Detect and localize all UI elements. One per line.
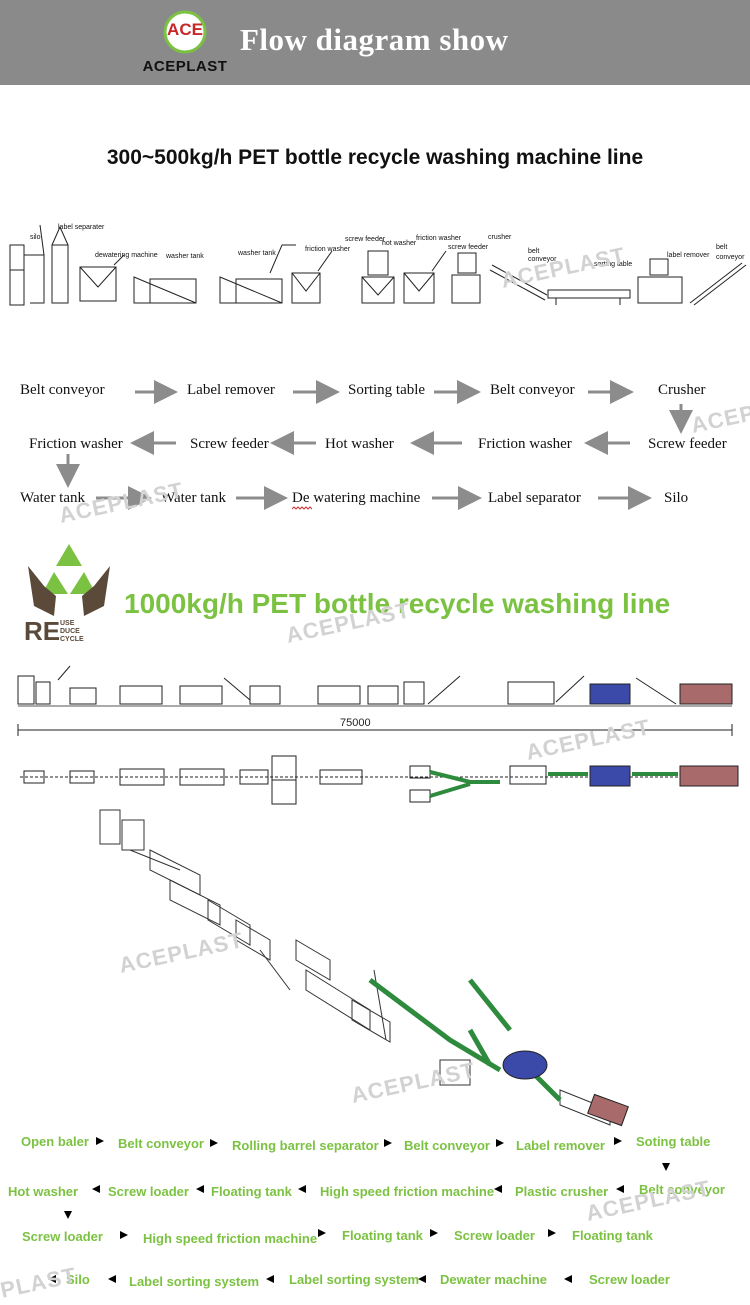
flow2-arrow-17 bbox=[564, 1275, 572, 1283]
flow2-arrow-6 bbox=[662, 1163, 670, 1171]
flow2-arrow-11 bbox=[92, 1185, 100, 1193]
flow1-arrows bbox=[56, 380, 693, 510]
flow2-arrow-7 bbox=[616, 1185, 624, 1193]
section1-title: 300~500kg/h PET bottle recycle washing m… bbox=[106, 146, 644, 169]
flow2-arrow-9 bbox=[298, 1185, 306, 1193]
flow2-step-12: Hot washer bbox=[8, 1184, 79, 1199]
drawing-label-belt-conveyor-2b: conveyor bbox=[716, 254, 745, 261]
flow2-step-4: Belt conveyor bbox=[404, 1138, 490, 1153]
flow2-arrow-10 bbox=[196, 1185, 204, 1193]
flow2-arrow-14 bbox=[318, 1229, 326, 1237]
line-drawing-1000-isometric bbox=[99, 809, 629, 1127]
flow1-step-3: Sorting table bbox=[348, 382, 426, 398]
drawing-label-crusher: crusher bbox=[488, 234, 512, 241]
flow2-arrow-15 bbox=[430, 1229, 438, 1237]
flow2-step-6: Soting table bbox=[636, 1134, 711, 1149]
flow2-step-14: High speed friction machine bbox=[143, 1231, 318, 1246]
flow2-arrow-8 bbox=[494, 1185, 502, 1193]
reuse-badge: RE USE DUCE CYCLE bbox=[24, 536, 114, 651]
flow2-step-1: Open baler bbox=[21, 1134, 89, 1149]
reuse-line-use: USE bbox=[60, 620, 75, 627]
drawing-label-belt-conveyor-2: belt bbox=[716, 244, 727, 251]
flow1-step-13: De watering machine bbox=[292, 490, 421, 506]
drawing-label-washer-tank-2: washer tank bbox=[237, 250, 276, 257]
header-banner: ACE ACEPLAST Flow diagram show bbox=[0, 0, 750, 85]
flow2-arrow-13 bbox=[120, 1231, 128, 1239]
flow2-arrow-4 bbox=[496, 1139, 504, 1147]
drawing-label-sorting-table: sorting table bbox=[594, 261, 632, 268]
logo-circle-icon bbox=[163, 10, 207, 54]
flow2-step-21: Label sorting system bbox=[129, 1274, 260, 1289]
flow2-arrows bbox=[48, 1137, 670, 1283]
reuse-re-text: RE bbox=[24, 616, 61, 646]
flow2-step-8: Plastic crusher bbox=[515, 1184, 609, 1199]
flow2-step-10: Floating tank bbox=[211, 1184, 292, 1199]
flow2-step-22: Silo bbox=[66, 1272, 90, 1287]
flow1-step-2: Label remover bbox=[187, 382, 275, 398]
logo-mark: ACE bbox=[167, 20, 203, 39]
flow2-step-11: Screw loader bbox=[108, 1184, 189, 1199]
section2-title: 1000kg/h PET bottle recycle washing line bbox=[124, 588, 671, 619]
flow1-step-9: Screw feeder bbox=[190, 436, 269, 452]
flow2-step-3: Rolling barrel separator bbox=[232, 1138, 379, 1153]
line-drawing-1000-elevation bbox=[17, 665, 733, 736]
line-drawing-1000-plan bbox=[20, 755, 740, 805]
drawing-label-washer-tank-1: washer tank bbox=[165, 253, 204, 260]
drawing-label-dewatering: dewatering machine bbox=[95, 252, 158, 259]
flow2-arrow-21 bbox=[48, 1275, 56, 1283]
flow1-step-12: Water tank bbox=[161, 490, 227, 506]
flow2-step-19: Dewater machine bbox=[440, 1272, 547, 1287]
flow1-step-10: Friction washer bbox=[29, 436, 123, 452]
flow1-step-14: Label separator bbox=[488, 490, 581, 506]
flow2-arrow-12 bbox=[64, 1211, 72, 1219]
flow2-step-2: Belt conveyor bbox=[118, 1136, 204, 1151]
overall-length-dimension: 75000 bbox=[340, 717, 371, 729]
flow2-arrow-3 bbox=[384, 1139, 392, 1147]
flow2-step-18: Screw loader bbox=[589, 1272, 670, 1287]
flow2-step-16: Screw loader bbox=[454, 1228, 535, 1243]
flow2-arrow-2 bbox=[210, 1139, 218, 1147]
drawing-label-screw-feeder-1: screw feeder bbox=[345, 236, 386, 243]
flow1-step-11: Water tank bbox=[20, 490, 86, 506]
flow1-step-1: Belt conveyor bbox=[20, 382, 105, 398]
flow2-arrow-1 bbox=[96, 1137, 104, 1145]
drawing-label-label-separater: label separater bbox=[58, 224, 105, 231]
flow2-step-9: High speed friction machine bbox=[320, 1184, 495, 1199]
drawing-label-silo: silo bbox=[30, 234, 41, 241]
flow2-arrow-18 bbox=[418, 1275, 426, 1283]
flow1-step-4: Belt conveyor bbox=[490, 382, 575, 398]
drawing-label-hot-washer: hot washer bbox=[382, 240, 417, 247]
recycle-hands-icon bbox=[28, 544, 110, 616]
flow2-step-17: Floating tank bbox=[572, 1228, 653, 1243]
drawing-label-belt-conveyor-1b: conveyor bbox=[528, 256, 557, 263]
logo-name: ACEPLAST bbox=[142, 58, 228, 75]
flow1-step-15: Silo bbox=[664, 490, 689, 506]
flow2-arrow-5 bbox=[614, 1137, 622, 1145]
flow1-step-5: Crusher bbox=[658, 382, 706, 398]
flow2-step-15: Floating tank bbox=[342, 1228, 423, 1243]
flow2-arrow-19 bbox=[266, 1275, 274, 1283]
reuse-line-cycle: CYCLE bbox=[60, 636, 84, 643]
flow2-arrow-20 bbox=[108, 1275, 116, 1283]
page-title: Flow diagram show bbox=[240, 22, 509, 57]
flow2-step-13: Screw loader bbox=[22, 1229, 103, 1244]
flow1-step-8: Hot washer bbox=[325, 436, 394, 452]
drawing-label-screw-feeder-2: screw feeder bbox=[448, 244, 489, 251]
line-drawing-300-500: silo label separater dewatering machine … bbox=[9, 224, 747, 306]
flow2-step-20: Label sorting system bbox=[289, 1272, 420, 1287]
drawing-label-label-remover: label remover bbox=[667, 252, 710, 259]
drawing-label-friction-washer-2: friction washer bbox=[416, 235, 462, 242]
flow2-step-7: Belt conveyor bbox=[639, 1182, 725, 1197]
flow2-arrow-16 bbox=[548, 1229, 556, 1237]
spellcheck-underline bbox=[292, 506, 312, 510]
drawing-label-belt-conveyor-1: belt bbox=[528, 248, 539, 255]
reuse-line-duce: DUCE bbox=[60, 628, 80, 635]
flow2-step-5: Label remover bbox=[516, 1138, 605, 1153]
flow1-step-7: Friction washer bbox=[478, 436, 572, 452]
flow1-step-6: Screw feeder bbox=[648, 436, 727, 452]
brand-logo: ACE ACEPLAST bbox=[125, 6, 245, 82]
drawing-label-friction-washer-1: friction washer bbox=[305, 246, 351, 253]
